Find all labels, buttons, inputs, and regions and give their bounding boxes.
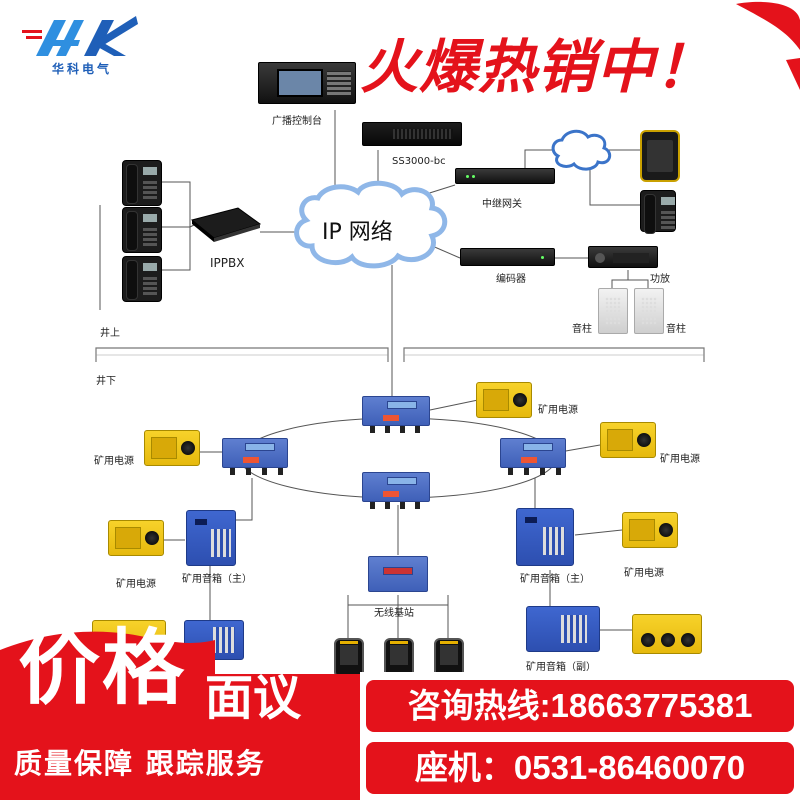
broadcast-console-device <box>258 62 356 104</box>
junction-box-right <box>500 438 566 468</box>
psu-label-lower-left: 矿用电源 <box>116 579 156 590</box>
cable-gland <box>370 502 375 509</box>
encoder-label: 编码器 <box>496 274 526 285</box>
encoder-device <box>460 248 555 266</box>
surface-label: 井上 <box>100 328 120 339</box>
landline-text: 座机：0531-86460070 <box>414 749 746 786</box>
speaker-main-right-label: 矿用音箱（主） <box>520 574 590 585</box>
speaker-sub-right-label: 矿用音箱（副） <box>526 662 596 673</box>
wireless-handset-1 <box>334 638 364 678</box>
desk-phone-1 <box>122 160 162 206</box>
speaker-column-left <box>598 288 628 334</box>
psu-label-left: 矿用电源 <box>94 456 134 467</box>
mine-power-supply-top-right <box>476 382 532 418</box>
junction-box-top <box>362 396 430 426</box>
speaker-column-right <box>634 288 664 334</box>
desk-phone-3 <box>122 256 162 302</box>
mine-power-supply-right <box>600 422 656 458</box>
price-title: 价格 <box>18 621 187 716</box>
hot-sale-splash <box>362 1 800 108</box>
mine-speaker-sub-right <box>526 606 600 652</box>
trunk-gateway-device <box>455 168 555 184</box>
server-label: SS3000-bc <box>392 156 446 167</box>
wireless-base-station <box>368 556 428 592</box>
cable-gland <box>246 468 251 475</box>
cable-gland <box>556 468 561 475</box>
desk-phone-2 <box>122 207 162 253</box>
speaker-column-label-left: 音柱 <box>572 324 592 335</box>
cable-gland <box>262 468 267 475</box>
ippbx-label: IPPBX <box>210 256 245 270</box>
cable-gland <box>415 502 420 509</box>
brand-name: 华科电气 <box>52 62 113 76</box>
mine-power-supply-left <box>144 430 200 466</box>
wireless-handset-3 <box>434 638 464 678</box>
mine-speaker-main-right <box>516 508 574 566</box>
service-slogan: 质量保障 跟踪服务 <box>14 747 266 780</box>
ippbx-device <box>190 207 262 242</box>
amplifier-device <box>588 246 658 268</box>
junction-box-center <box>362 472 430 502</box>
pstn-cloud <box>551 129 612 171</box>
cable-gland <box>524 468 529 475</box>
amplifier-label: 功放 <box>650 274 670 285</box>
price-negotiable: 面议 <box>205 670 302 726</box>
psu-label-top-right: 矿用电源 <box>538 405 578 416</box>
brand-logo <box>22 16 138 56</box>
desk-phone-right <box>640 190 676 234</box>
cable-gland <box>508 468 513 475</box>
cable-gland <box>415 426 420 433</box>
mine-speaker-main-left <box>186 510 236 566</box>
cable-gland <box>278 468 283 475</box>
hot-sale-text: 火爆热销中！ <box>360 33 715 101</box>
speaker-column-label-right: 音柱 <box>666 324 686 335</box>
psu-label-right: 矿用电源 <box>660 454 700 465</box>
console-label: 广播控制台 <box>272 116 322 127</box>
mobile-phone-device <box>640 130 680 182</box>
junction-box-left <box>222 438 288 468</box>
cable-gland <box>385 426 390 433</box>
wireless-station-label: 无线基站 <box>374 608 414 619</box>
underground-label: 井下 <box>96 376 116 387</box>
yellow-enclosure-right <box>632 614 702 654</box>
mine-power-supply-lower-right <box>622 512 678 548</box>
server-device <box>362 122 462 146</box>
trunk-gateway-label: 中继网关 <box>482 199 522 210</box>
promo-background <box>0 631 360 800</box>
pstn-label: PSTN <box>566 143 598 157</box>
ip-network-cloud <box>294 180 448 269</box>
speaker-main-left-label: 矿用音箱（主） <box>182 574 252 585</box>
cable-gland <box>400 502 405 509</box>
landline-box <box>366 742 794 794</box>
cable-gland <box>400 426 405 433</box>
psu-label-lower-right: 矿用电源 <box>624 568 664 579</box>
ip-network-label: IP 网络 <box>322 220 393 245</box>
cable-gland <box>370 426 375 433</box>
cable-gland <box>540 468 545 475</box>
cable-gland <box>385 502 390 509</box>
cable-gland <box>230 468 235 475</box>
hotline-box <box>366 680 794 732</box>
hotline-text: 咨询热线:18663775381 <box>407 687 753 724</box>
mine-power-supply-lower-left <box>108 520 164 556</box>
